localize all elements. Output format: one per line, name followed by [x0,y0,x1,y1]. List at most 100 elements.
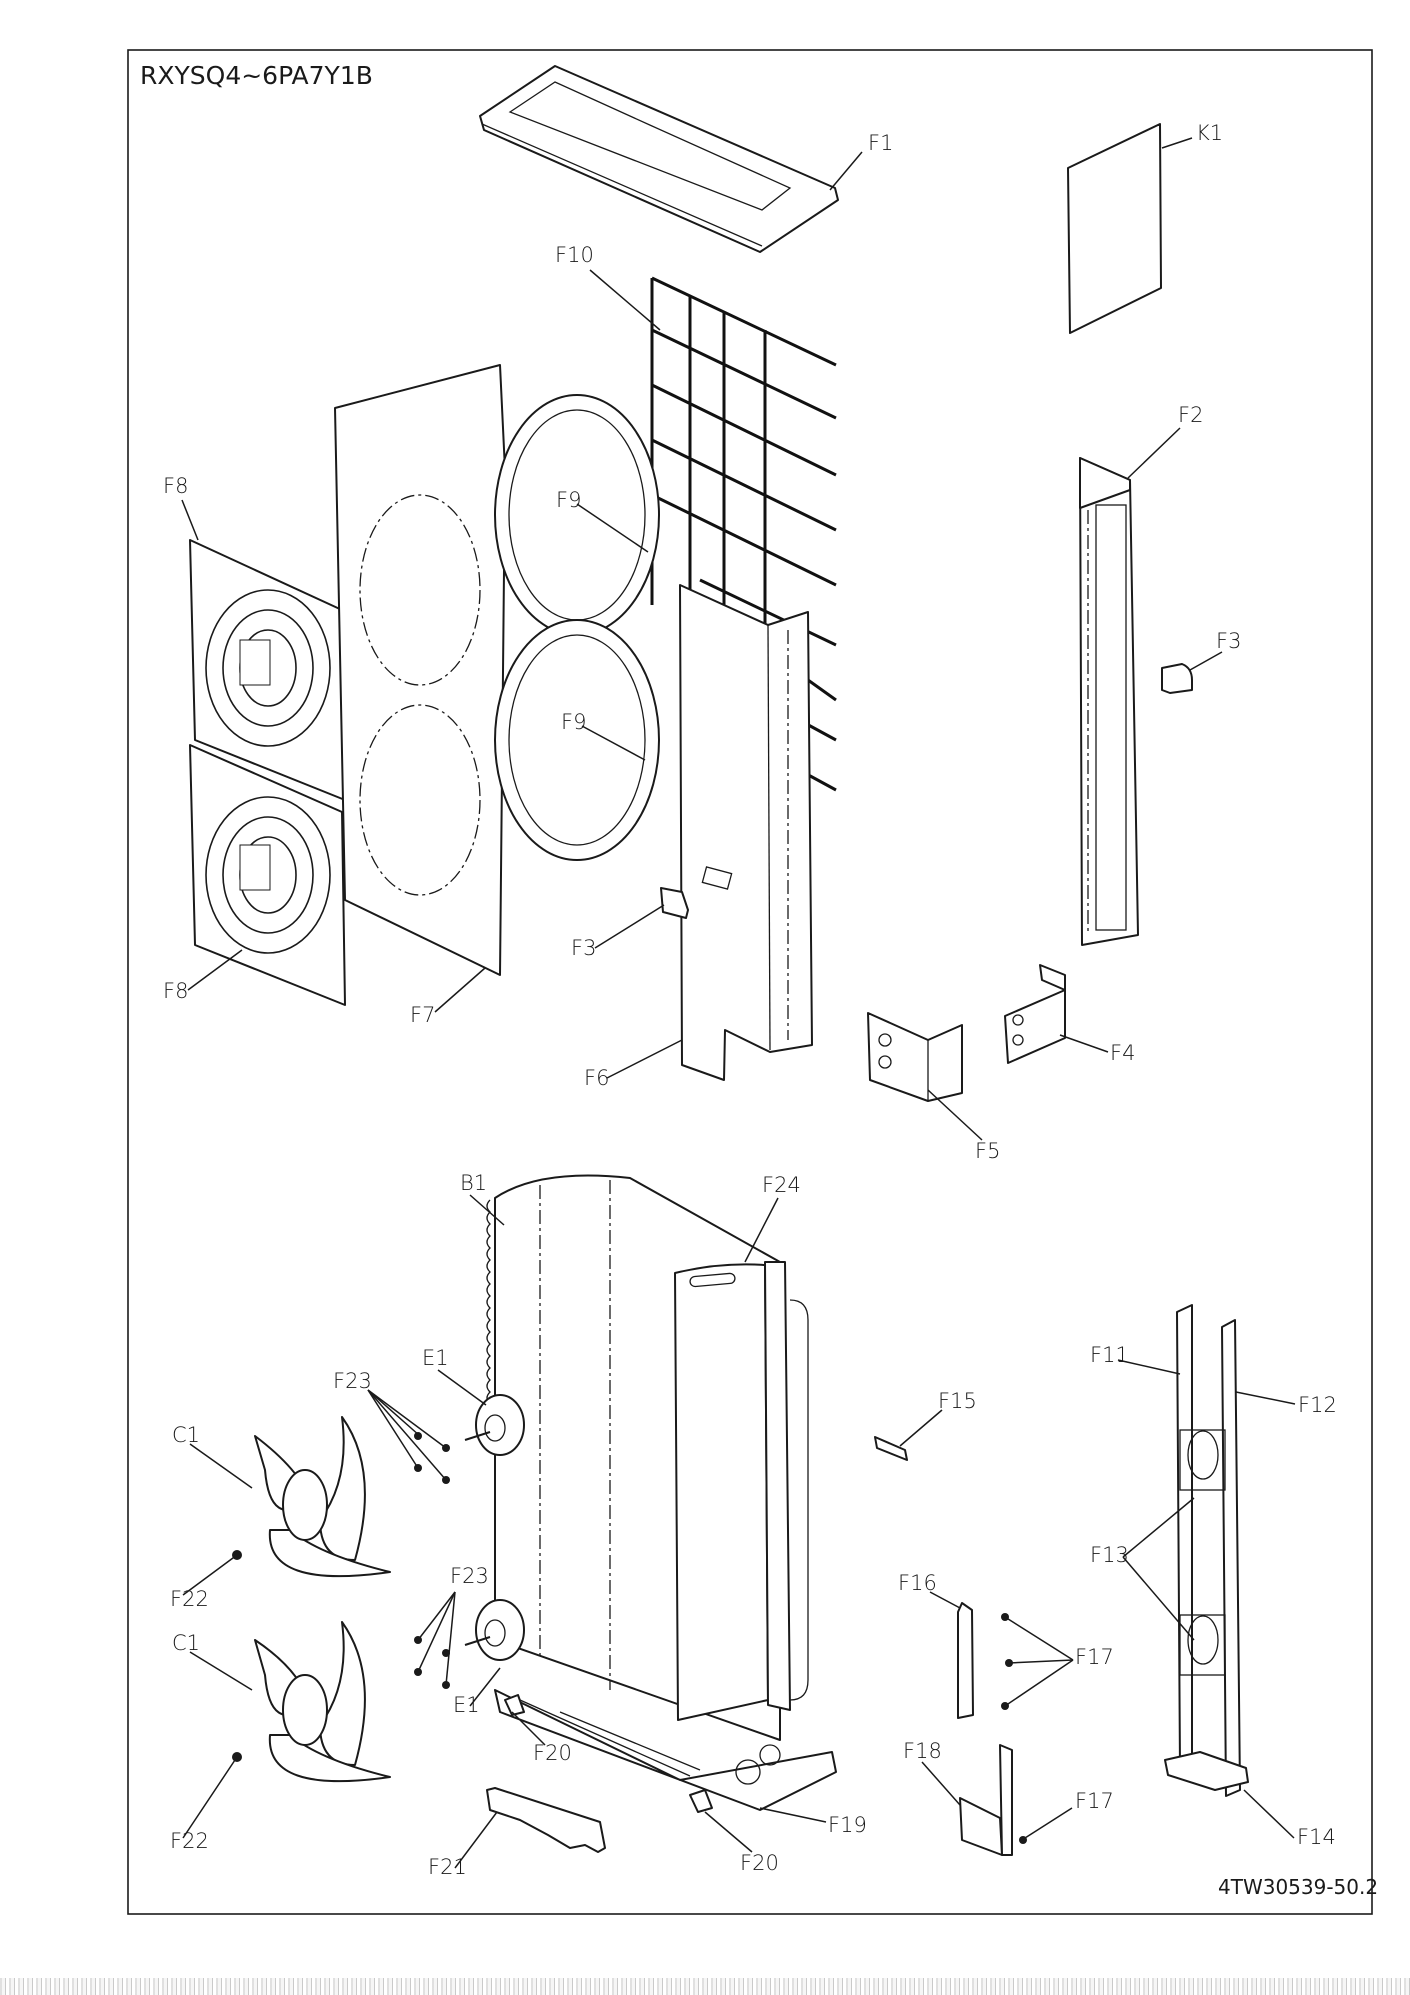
callout-label-f14: F14 [1297,1825,1336,1849]
leader-line-f6 [606,1039,683,1079]
leader-line-f3b [594,904,665,949]
callout-label-f3a: F3 [1216,629,1241,653]
leader-line-f23b [417,1591,456,1641]
callout-label-f10: F10 [555,243,594,267]
callout-label-f9b: F9 [561,710,586,734]
front-panel-part [334,364,506,976]
leader-line-f19 [759,1807,827,1823]
fan-motor-lower-part [464,1599,525,1661]
leader-line-k1 [1161,137,1193,149]
leader-line-f1 [829,151,863,191]
callout-label-f5: F5 [975,1139,1000,1163]
drawing-frame [127,49,1373,1915]
leader-line-f13 [1122,1556,1195,1641]
leader-line-f23b [417,1591,456,1673]
drain-bracket-part [486,1787,606,1853]
callout-label-f22a: F22 [170,1587,209,1611]
side-corner-panel-part [679,584,813,1081]
bracket-right-part [1004,964,1066,1064]
leader-line-b1 [469,1194,505,1226]
callout-label-f6: F6 [584,1066,609,1090]
leader-line-f21 [454,1811,498,1869]
callout-label-f9a: F9 [556,488,581,512]
leader-line-f18 [921,1761,961,1806]
callout-label-f8b: F8 [163,979,188,1003]
callout-label-f13: F13 [1090,1543,1129,1567]
fan-grille-lower-part [189,744,346,1006]
callout-label-f2: F2 [1178,403,1203,427]
drawing-number: 4TW30539-50.2 [1218,1875,1378,1899]
leader-line-f23a [367,1389,447,1449]
leader-line-f3a [1189,651,1223,671]
leader-line-c1b [189,1651,253,1691]
leader-line-f7 [434,967,486,1013]
callout-label-e1a: E1 [422,1346,449,1370]
callout-label-f20a: F20 [533,1741,572,1765]
leader-line-f10 [589,269,661,331]
foot-right-part [689,1789,713,1813]
callout-label-f8a: F8 [163,474,188,498]
callout-label-f17a: F17 [1075,1645,1114,1669]
leader-line-f23b [445,1591,456,1686]
motor-support-part [1164,1304,1249,1797]
callout-label-f22b: F22 [170,1829,209,1853]
leader-line-e1b [469,1667,501,1707]
callout-label-f24: F24 [762,1173,801,1197]
callout-label-b1: B1 [460,1171,487,1195]
fan-motor-upper-part [464,1394,525,1456]
callout-label-k1: K1 [1196,121,1223,145]
fan-grille-upper-part [189,539,346,801]
callout-label-f23a: F23 [333,1369,372,1393]
leader-line-f9a [576,503,649,553]
leader-line-f22b [182,1756,238,1839]
callout-label-c1a: C1 [172,1423,200,1447]
leader-lines [181,137,1296,1869]
partition-plate-part [674,1261,809,1721]
model-title: RXYSQ4~6PA7Y1B [140,61,373,90]
callout-label-f4: F4 [1110,1041,1135,1065]
leader-line-f16 [929,1591,961,1609]
leader-line-f13 [1122,1497,1195,1558]
callout-label-f20b: F20 [740,1851,779,1875]
handle-front-part [660,887,689,919]
callout-label-f17b: F17 [1075,1789,1114,1813]
stay-part [957,1602,974,1719]
callout-label-f7: F7 [410,1003,435,1027]
leader-line-f15 [899,1409,943,1447]
leader-line-c1a [189,1443,253,1489]
label-sheet-part [1067,123,1162,334]
leader-line-f24 [744,1197,779,1263]
leader-line-f23a [367,1389,447,1481]
leader-line-f8b [187,949,243,991]
callout-label-e1b: E1 [453,1693,480,1717]
callout-label-c1b: C1 [172,1631,200,1655]
callout-label-f12: F12 [1298,1393,1337,1417]
leader-line-f2 [1127,427,1181,479]
bracket-corner-part [867,1012,963,1102]
leader-line-f11 [1117,1359,1181,1375]
callout-label-f21: F21 [428,1855,467,1879]
right-side-panel-part [1079,457,1139,946]
screws-stay-part [1001,1613,1013,1710]
leader-line-f23a [367,1389,419,1469]
leader-line-f9b [581,725,646,761]
leader-line-f17a [1004,1659,1074,1707]
callout-label-f23b: F23 [450,1564,489,1588]
propeller-fan-upper-part [254,1416,391,1578]
clip-part [874,1436,908,1461]
leader-line-f17b [1024,1807,1073,1839]
top-plate-part [479,65,839,253]
leader-line-f20b [704,1811,753,1853]
screws-upper-part [414,1432,450,1484]
screws-lower-part [414,1636,450,1689]
bottom-frame-part [494,1689,837,1811]
callout-label-f19: F19 [828,1813,867,1837]
leader-line-f22a [182,1554,238,1596]
callout-label-f15: F15 [938,1389,977,1413]
propeller-fan-lower-part [254,1621,391,1783]
callout-label-f11: F11 [1090,1343,1129,1367]
leader-line-f23a [367,1389,421,1437]
callout-label-f3b: F3 [571,936,596,960]
